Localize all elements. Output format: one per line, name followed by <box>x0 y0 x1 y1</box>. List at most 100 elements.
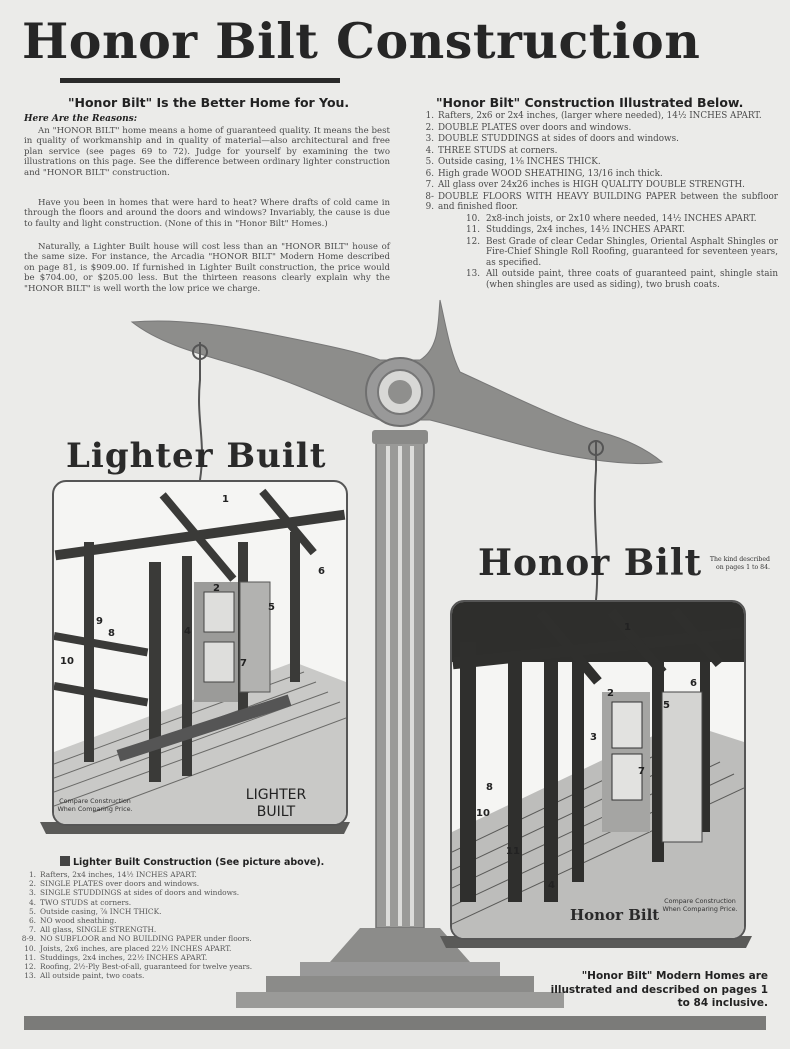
list-text: Best Grade of clear Cedar Shingles, Orie… <box>486 236 778 268</box>
list-text: All glass, SINGLE STRENGTH. <box>40 925 157 935</box>
list-number: 13. <box>466 269 480 279</box>
list-number: 7. <box>28 925 36 935</box>
lighter-built-list: 1.Rafters, 2x4 inches, 14½ INCHES APART.… <box>20 870 340 980</box>
honor-callout: 3 <box>590 732 597 743</box>
list-number: 10. <box>466 213 480 224</box>
honor-callout: 5 <box>663 700 670 711</box>
honor-callout: 10 <box>476 808 490 819</box>
list-number: 6. <box>28 916 36 926</box>
honor-callout: 4 <box>548 880 555 891</box>
list-text: DOUBLE STUDDINGS at sides of doors and w… <box>438 134 679 144</box>
honor-callout: 1 <box>624 622 631 633</box>
list-text: SINGLE PLATES over doors and windows. <box>40 879 200 889</box>
honor-list-item: 5. Outside casing, 1⅛ INCHES THICK. <box>418 157 778 168</box>
lighter-callout: 7 <box>240 658 247 669</box>
honor-list-item: 11. Studdings, 2x4 inches, 14½ INCHES APA… <box>418 225 778 236</box>
honor-list-item: 8-9. DOUBLE FLOORS WITH HEAVY BUILDING PA… <box>418 192 778 213</box>
honor-callout: 6 <box>690 678 697 689</box>
list-text: 2x8-inch joists, or 2x10 where needed, 1… <box>486 213 757 224</box>
list-text: All outside paint, three coats of guaran… <box>486 269 778 290</box>
honor-callout: 11 <box>506 846 520 857</box>
lighter-callout: 4 <box>184 626 191 637</box>
lighter-list-item: 5. Outside casing, ⅞ INCH THICK. <box>20 907 340 916</box>
lighter-built-frame <box>52 480 348 826</box>
list-number: 2. <box>28 879 36 889</box>
list-text: DOUBLE PLATES over doors and windows. <box>438 122 632 133</box>
list-number: 3. <box>28 888 36 898</box>
list-text: Roofing, 2½-Ply Best-of-all, guaranteed … <box>40 962 253 972</box>
list-text: NO SUBFLOOR and NO BUILDING PAPER under … <box>40 934 252 944</box>
list-number: 8-9. <box>425 191 434 213</box>
honor-list-item: 3.DOUBLE STUDDINGS at sides of doors and… <box>418 134 778 145</box>
lighter-framing-drawing <box>54 488 346 824</box>
honor-list-item: 4.THREE STUDS at corners. <box>418 146 778 157</box>
paragraph-drafts: Have you been in homes that were hard to… <box>24 198 390 229</box>
list-number: 11. <box>24 952 36 962</box>
lighter-list-item: 6. NO wood sheathing. <box>20 916 340 925</box>
honor-list-item: 13. All outside paint, three coats of gua… <box>418 269 778 290</box>
list-text: High grade WOOD SHEATHING, 13/16 inch th… <box>438 168 663 179</box>
honor-list-item: 7.All glass over 24x26 inches is HIGH QU… <box>418 180 778 191</box>
list-text: DOUBLE FLOORS WITH HEAVY BUILDING PAPER … <box>438 191 778 213</box>
list-text: Outside casing, 1⅛ INCHES THICK. <box>438 157 601 167</box>
list-number: 1. <box>28 870 36 879</box>
list-number: 10. <box>24 943 36 953</box>
list-number: 12. <box>24 962 36 972</box>
list-number: 6. <box>425 168 434 179</box>
list-text: SINGLE STUDDINGS at sides of doors and w… <box>40 888 240 898</box>
lighter-list-heading: Lighter Built Construction (See picture … <box>60 856 324 868</box>
list-number: 8-9. <box>21 934 36 944</box>
honor-framing-drawing <box>452 602 744 938</box>
lighter-list-item: 1.Rafters, 2x4 inches, 14½ INCHES APART. <box>20 870 340 879</box>
list-text: All glass over 24x26 inches is HIGH QUAL… <box>438 180 745 190</box>
lighter-callout: 1 <box>222 494 229 505</box>
lighter-callout: 9 <box>96 616 103 627</box>
bottom-note: "Honor Bilt" Modern Homes are illustrate… <box>550 970 768 1009</box>
lighter-callout: 8 <box>108 628 115 639</box>
lighter-list-item: 11. Studdings, 2x4 inches, 22½ INCHES APA… <box>20 953 340 962</box>
lighter-list-item: 13. All outside paint, two coats. <box>20 971 340 980</box>
lighter-list-item: 7. All glass, SINGLE STRENGTH. <box>20 925 340 934</box>
right-column-heading: "Honor Bilt" Construction Illustrated Be… <box>436 95 744 110</box>
list-text: THREE STUDS at corners. <box>438 145 558 156</box>
lighter-built-frame-label: LIGHTER BUILT <box>245 787 307 820</box>
list-number: 2. <box>425 122 434 133</box>
lighter-callout: 6 <box>318 566 325 577</box>
list-text: Outside casing, ⅞ INCH THICK. <box>40 906 162 916</box>
list-text: NO wood sheathing. <box>40 916 117 926</box>
scale-base <box>330 928 470 962</box>
lighter-compare-note: Compare Construction When Comparing Pric… <box>57 797 133 813</box>
list-number: 1. <box>425 111 434 121</box>
paragraph-price: Naturally, a Lighter Built house will co… <box>24 242 390 294</box>
kind-note: The kind described on pages 1 to 84. <box>709 556 770 571</box>
honor-list-item: 10. 2x8-inch joists, or 2x10 where needed… <box>418 214 778 225</box>
lighter-callout: 2 <box>213 583 220 594</box>
honor-list-item: 12.Best Grade of clear Cedar Shingles, O… <box>418 237 778 269</box>
lighter-list-heading-text: Lighter Built Construction (See picture … <box>73 857 325 868</box>
list-number: 13. <box>24 971 36 981</box>
lighter-callout: 10 <box>60 656 74 667</box>
list-text: Studdings, 2x4 inches, 22½ INCHES APART. <box>40 952 208 962</box>
list-number: 11. <box>466 225 480 235</box>
honor-list-item: 6. High grade WOOD SHEATHING, 13/16 inch … <box>418 169 778 180</box>
page-title: Honor Bilt Construction <box>22 12 701 70</box>
honor-bilt-logo: Honor Bilt <box>570 906 660 924</box>
list-text: Studdings, 2x4 inches, 14½ INCHES APART. <box>486 225 686 235</box>
lighter-list-item: 8-9. NO SUBFLOOR and NO BUILDING PAPER un… <box>20 934 340 943</box>
honor-compare-note: Compare Construction When Comparing Pric… <box>662 897 738 913</box>
lighter-list-item: 2. SINGLE PLATES over doors and windows. <box>20 879 340 888</box>
list-number: 4. <box>28 897 36 907</box>
reasons-label: Here Are the Reasons: <box>24 114 138 124</box>
honor-list-item: 1. Rafters, 2x6 or 2x4 inches, (larger wh… <box>418 111 778 122</box>
list-text: TWO STUDS at corners. <box>40 897 132 907</box>
title-underline <box>60 78 340 83</box>
honor-bilt-frame <box>450 600 746 940</box>
list-number: 5. <box>425 157 434 167</box>
list-number: 5. <box>28 906 36 916</box>
list-text: Joists, 2x6 inches, are placed 22½ INCHE… <box>40 943 232 953</box>
list-text: Rafters, 2x6 or 2x4 inches, (larger wher… <box>438 111 762 121</box>
paragraph-quality: An "HONOR BILT" home means a home of gua… <box>24 126 390 178</box>
list-text: All outside paint, two coats. <box>40 971 145 981</box>
